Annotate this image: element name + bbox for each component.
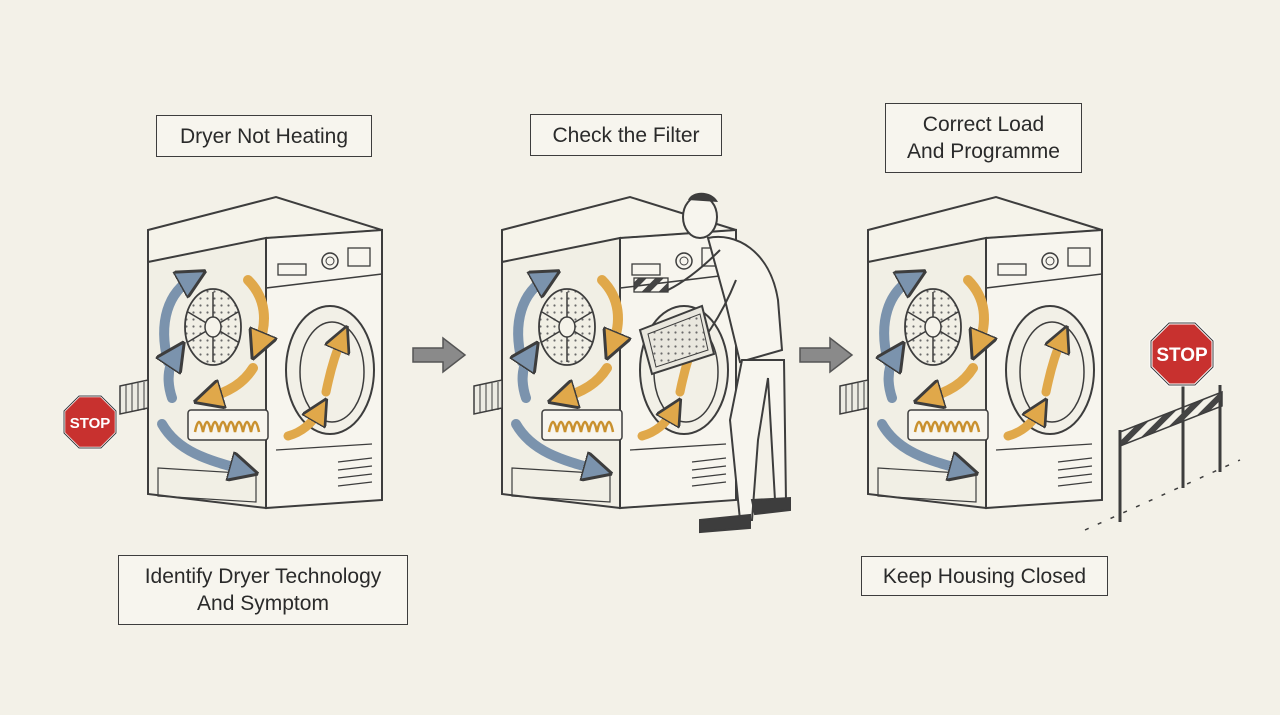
stop-sign-right-label: STOP	[1156, 345, 1208, 366]
stop-sign-icon: STOP	[1149, 321, 1215, 387]
lint-filter-icon	[638, 304, 716, 376]
panel-3-title: Correct Load And Programme	[885, 103, 1082, 173]
step-arrow-icon	[799, 337, 853, 373]
panel-2-title: Check the Filter	[530, 114, 722, 156]
filter-slot	[633, 277, 669, 293]
panel-1-caption: Identify Dryer Technology And Symptom	[118, 555, 408, 625]
panel-1-title: Dryer Not Heating	[156, 115, 372, 157]
dryer-panel-1	[120, 197, 382, 508]
person-icon	[667, 192, 791, 534]
stop-sign-left-label: STOP	[70, 415, 111, 432]
stop-sign-icon: STOP	[62, 394, 118, 450]
step-arrow-icon	[412, 337, 466, 373]
dryer-panel-3	[840, 197, 1102, 508]
panel-3-caption: Keep Housing Closed	[861, 556, 1108, 596]
barrier-icon	[1084, 383, 1241, 531]
